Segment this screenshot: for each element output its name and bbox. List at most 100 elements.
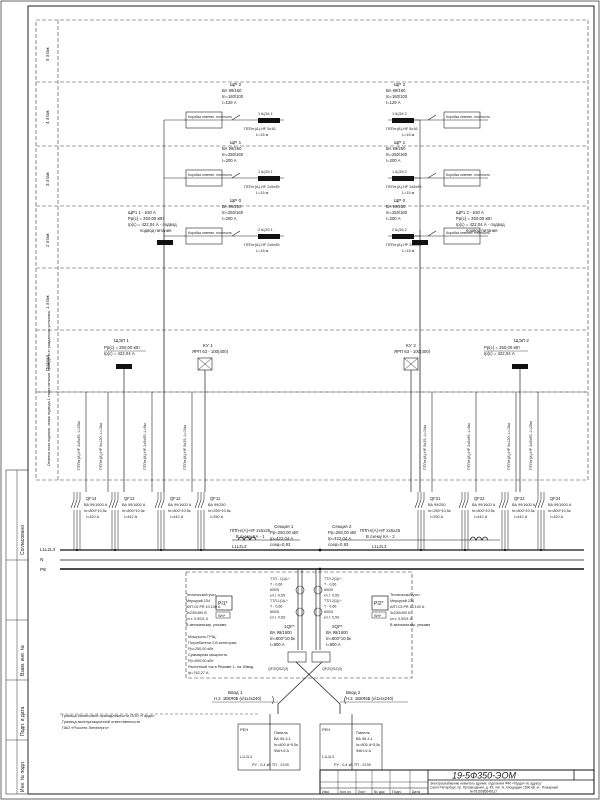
input-breaker-left-l2: In=800^10,5к — [270, 636, 295, 641]
meter-right-sub: Wh* — [374, 614, 382, 618]
floor-panel-right-1-l2: In=250/160 — [386, 152, 408, 157]
title-desc-3: №7816085649117 — [470, 790, 497, 794]
stamp-cell-3: № док — [374, 790, 385, 794]
section2-l3: cosφ=0,93 — [328, 542, 349, 547]
floor-panel-right-0-label: 1 ЩЭ4 2 — [392, 112, 407, 116]
floor-panel-right-1-device: Коробка ответвл. плотность — [446, 173, 490, 177]
floor-panel-left-0-l3: I=129 А — [222, 100, 237, 105]
input-ats-left: QFZ/QSZ(З) — [268, 667, 288, 671]
vcable-left-0: ППГнг(А)-HF 2x5x95, L=25м — [77, 421, 81, 470]
floor-panel-left-2-id: ЩР 0 — [230, 198, 242, 203]
feeder-right-1-l2: In=800^10,5к — [472, 509, 495, 513]
meter-left-text-4: кл.т. 0,5S/1,0 — [186, 617, 208, 621]
input-left-box-foot: РУ - 0,4 кВ ТП - 2139 — [252, 763, 289, 767]
section2-cable: ППГнг(А)-HF 2x5x25 — [360, 528, 401, 533]
floor-panel-left-0-device: Коробка ответвл. плотность — [188, 115, 232, 119]
input-breaker-left: 1QF* ВА 99/1600 In=800^10,5к I=800 А QFZ… — [268, 624, 307, 671]
meter-left-box — [215, 595, 233, 611]
ct-left-4: ТТЛ-1(1)L* — [270, 599, 288, 603]
vcable-right-3: ППГнг(А)-HF 2x5x95, L=25м — [529, 421, 533, 470]
input-breaker-left-id: 1QF* — [284, 624, 295, 629]
floor-panel-left-0-l1: ВА 99/160 — [222, 88, 242, 93]
feeder-right-3-l2: In=800^10,5к — [548, 509, 571, 513]
vcable-left-1: ППГнг(А)-HF 5x120, L=15м — [99, 423, 103, 470]
section1-cable: ППГнг(А)-HF 2x5x25 — [230, 528, 271, 533]
floor-panel-left-1-l1: ВА 99/250 — [222, 146, 242, 151]
floor-label-3: 2 этаж — [45, 232, 50, 247]
floor-panel-right-2-id: ЩР 0 — [394, 198, 406, 203]
title-desc-2: Санкт-Петербург, пр. Просвещения, д. 45,… — [430, 786, 558, 790]
feeder-right-2-l1: ВА 99/1600 А — [512, 503, 536, 507]
feeder-left-0-l1: ВА 99/1600 А — [84, 503, 108, 507]
floor-panel-right-0-len: L=15 м — [402, 133, 415, 137]
stamp-cell-2: Лист — [358, 790, 366, 794]
basement-right-panel-l1: Рр(с) = 250,00 кВт — [484, 345, 520, 350]
floor-panel-right-1-cable: ППГнг(А)-HF 2x5x95 — [386, 185, 421, 189]
riser-left-sub2: Iр(с) = 422,04 А - подвод — [128, 222, 177, 227]
meter-right-text-4: кл.т. 0,5S/1,0 — [390, 617, 412, 621]
meter-left-text-1: Меркурий 234 — [186, 599, 210, 603]
section1-l1: Рр=250,00 кВт — [270, 530, 299, 535]
ct-left-1: Т - 0,66 — [270, 583, 282, 587]
input-breaker-left-l1: ВА 99/1600 — [270, 630, 292, 635]
feeder-left-0-l2: In=800^10,5к — [84, 509, 107, 513]
feeder-left-3-l3: I=250 А — [210, 515, 224, 519]
floor-panel-right-0-cable: ППГнг(А)-HF 5х16 — [386, 127, 417, 131]
floor-panel-left-2-cable: ППГнг(А)-HF 2x5x95 — [244, 243, 279, 247]
meter-right-box — [371, 595, 389, 611]
feeder-right-1-l1: ВА 99/1600 А — [472, 503, 496, 507]
section1-l3: cosφ=0,93 — [270, 542, 291, 547]
section2-cable2: В схему КА - 2 — [366, 534, 395, 539]
vcable-left-2: ППГнг(А)-HF 2x5x95, L=5м — [143, 423, 147, 470]
floor-panel-left-2-device: Коробка ответвл. плотность — [188, 231, 232, 235]
floor-panel-right-2-l1: ВА 99/250 — [386, 204, 406, 209]
meter-left-text-5: В автоматизир. режиме — [186, 623, 226, 627]
input-left-tap: L1L2L3 — [240, 755, 252, 759]
input-right-box-id: РЕН — [322, 727, 330, 732]
feeder-right-3-id: QF24 — [550, 496, 561, 501]
riser-right-header: ЩР1 2 - 630 А — [456, 210, 484, 215]
sheet-frame — [27, 5, 595, 795]
floor-panel-left-2-label: 2 ЩЭ3 1 — [258, 228, 273, 232]
meter-right-text-0: Технический учет — [390, 593, 420, 597]
floor-panel-right-1-l1: ВА 99/250 — [386, 146, 406, 151]
meter-left-sub: Wh* — [218, 614, 226, 618]
vcable-right-0: ППГнг(А)-HF 5x25, L=10м — [423, 425, 427, 470]
feeder-right-2-l2: In=800^10,5к — [512, 509, 535, 513]
basement-right-ku-id: КУ 2 — [406, 343, 416, 349]
feeder-right-2-id: QF23 — [514, 496, 525, 501]
basement-left-ku-l1: ЯРП 63 - 100(400) — [192, 349, 229, 354]
bus-n-label: N — [40, 557, 44, 563]
feeder-right-1-l3: I=442 А — [474, 515, 488, 519]
feeder-left-3-id: QF11 — [210, 496, 221, 501]
vcable-right-2: ППГнг(А)-HF 5x120, L=15м — [507, 423, 511, 470]
feeder-right-3-l1: ВА 99/1600 А — [548, 503, 572, 507]
floor-panel-left-0-cable: ППГнг(А)-HF 5х16 — [244, 127, 275, 131]
feeder-left-1-id: QF13 — [124, 496, 135, 501]
title-block: Изм. Кол.уч Лист № док Подп. Дата 19-5Ф3… — [319, 769, 595, 795]
floor-panel-left-2-l3: I=200 А — [222, 216, 237, 221]
input-left-box-l3: ФАН-6 А — [274, 749, 290, 753]
feeder-left-2-l3: I=442 А — [170, 515, 184, 519]
floor-panel-right-2-l3: I=200 А — [386, 216, 401, 221]
input-left-box-id: РЕН — [240, 727, 248, 732]
boundary-note-1: Граница балансовой принадлежности ООО «Г… — [62, 714, 155, 718]
floor-panel-right-0-l2: In=160/100 — [386, 94, 408, 99]
title-desc-1: Электроснабжение нежилого здания, отделе… — [430, 782, 542, 786]
section2-tag: L1L2L3 — [372, 544, 387, 549]
input-right-cable-id: Ввод 2 — [346, 690, 361, 695]
feeder-left-2-id: QF12 — [170, 496, 181, 501]
ct-left-7: кл.т. 0,5S — [270, 616, 286, 620]
section1-cable2: В схему КА - 1 — [236, 534, 265, 539]
boundary-note-3: ПАО «Россети Ленэнерго» — [62, 726, 109, 730]
floor-label-4: 1 этаж — [45, 294, 50, 309]
input-breaker-right-l1: ВА 99/1600 — [326, 630, 348, 635]
floor-panel-right-2-label: 2 ЩЭ3 2 — [392, 228, 407, 232]
meter-right-text-3: 3х230/400 В — [390, 611, 411, 615]
totals-l1: Мощность ГРЩ: — [188, 635, 217, 639]
